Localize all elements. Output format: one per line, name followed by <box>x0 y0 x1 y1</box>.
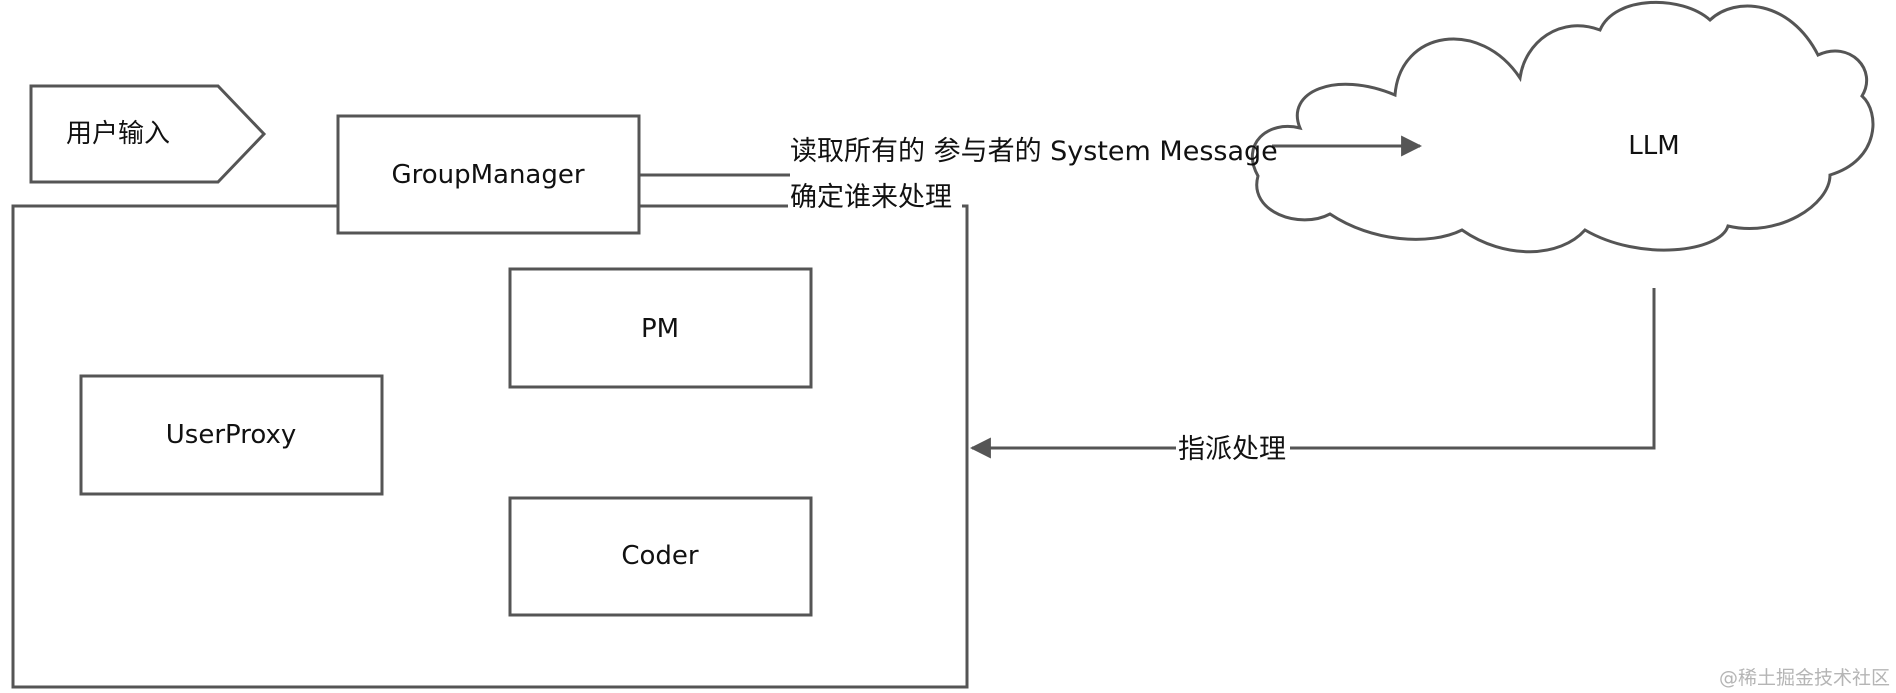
coder-box <box>508 496 813 617</box>
watermark: @稀土掘金技术社区 <box>1719 667 1890 689</box>
coder-label: Coder <box>621 541 699 571</box>
user-proxy-box <box>79 374 384 496</box>
user-input-shape <box>29 84 267 184</box>
response-arrow <box>1290 288 1656 450</box>
pm-label: PM <box>641 314 679 344</box>
user-proxy-label: UserProxy <box>166 420 296 450</box>
request-label-line1: 读取所有的 参与者的 System Message <box>790 136 1278 167</box>
request-label-line2: 确定谁来处理 <box>790 182 952 213</box>
user-input-label: 用户输入 <box>66 119 170 149</box>
llm-cloud <box>1250 0 1875 254</box>
group-manager-box <box>336 114 641 235</box>
response-label: 指派处理 <box>1178 434 1286 465</box>
group-manager-label: GroupManager <box>391 160 584 190</box>
llm-label: LLM <box>1628 131 1679 161</box>
pm-box <box>508 267 813 389</box>
